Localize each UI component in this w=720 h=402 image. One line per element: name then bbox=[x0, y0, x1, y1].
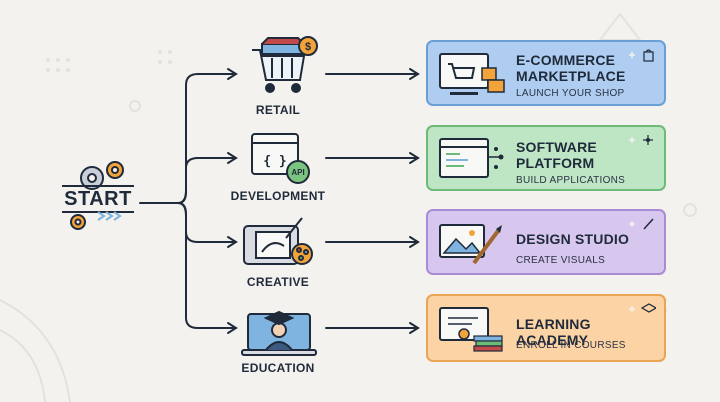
card-subtitle: CREATE VISUALS bbox=[516, 255, 606, 266]
grad-cap-icon bbox=[629, 303, 656, 313]
category-label-education: EDUCATION bbox=[241, 361, 315, 375]
connector-lines bbox=[139, 68, 420, 334]
graduate-laptop-icon bbox=[241, 310, 317, 356]
card-title-line1: DESIGN STUDIO bbox=[516, 231, 630, 247]
code-braces-icon: { } bbox=[263, 154, 286, 169]
card-title-line1: E-COMMERCE bbox=[516, 52, 616, 68]
card-subtitle: LAUNCH YOUR SHOP bbox=[516, 88, 625, 99]
category-label-development: DEVELOPMENT bbox=[230, 189, 326, 203]
card-title-line2: PLATFORM bbox=[516, 155, 595, 171]
image-brush-icon bbox=[439, 224, 502, 265]
api-badge-icon: API bbox=[291, 168, 304, 177]
card-software-platform[interactable]: SOFTWARE PLATFORM BUILD APPLICATIONS bbox=[426, 125, 666, 191]
shopping-cart-icon bbox=[252, 36, 318, 93]
card-title-line1: LEARNING ACADEMY bbox=[516, 316, 591, 348]
card-subtitle: ENROLL IN COURSES bbox=[516, 340, 626, 351]
pen-icon bbox=[629, 218, 654, 230]
category-label-retail: RETAIL bbox=[255, 103, 301, 117]
card-learning-academy[interactable]: LEARNING ACADEMY ENROLL IN COURSES bbox=[426, 294, 666, 362]
card-title-line1: SOFTWARE bbox=[516, 139, 597, 155]
category-label-creative: CREATIVE bbox=[246, 275, 310, 289]
network-icon bbox=[629, 135, 653, 145]
dollar-icon: $ bbox=[305, 41, 311, 53]
online-store-icon bbox=[439, 53, 505, 95]
start-label: START bbox=[64, 188, 132, 210]
card-title-line2: MARKETPLACE bbox=[516, 68, 626, 84]
code-window-icon bbox=[251, 133, 310, 184]
certificate-books-icon bbox=[439, 307, 503, 352]
shopping-bag-icon bbox=[629, 49, 654, 62]
gears-icon bbox=[62, 161, 134, 230]
drawing-tablet-icon bbox=[243, 217, 313, 265]
card-ecommerce-marketplace[interactable]: E-COMMERCE MARKETPLACE LAUNCH YOUR SHOP bbox=[426, 40, 666, 106]
card-subtitle: BUILD APPLICATIONS bbox=[516, 175, 626, 186]
software-window-icon bbox=[439, 138, 504, 178]
card-design-studio[interactable]: DESIGN STUDIO CREATE VISUALS bbox=[426, 209, 666, 275]
